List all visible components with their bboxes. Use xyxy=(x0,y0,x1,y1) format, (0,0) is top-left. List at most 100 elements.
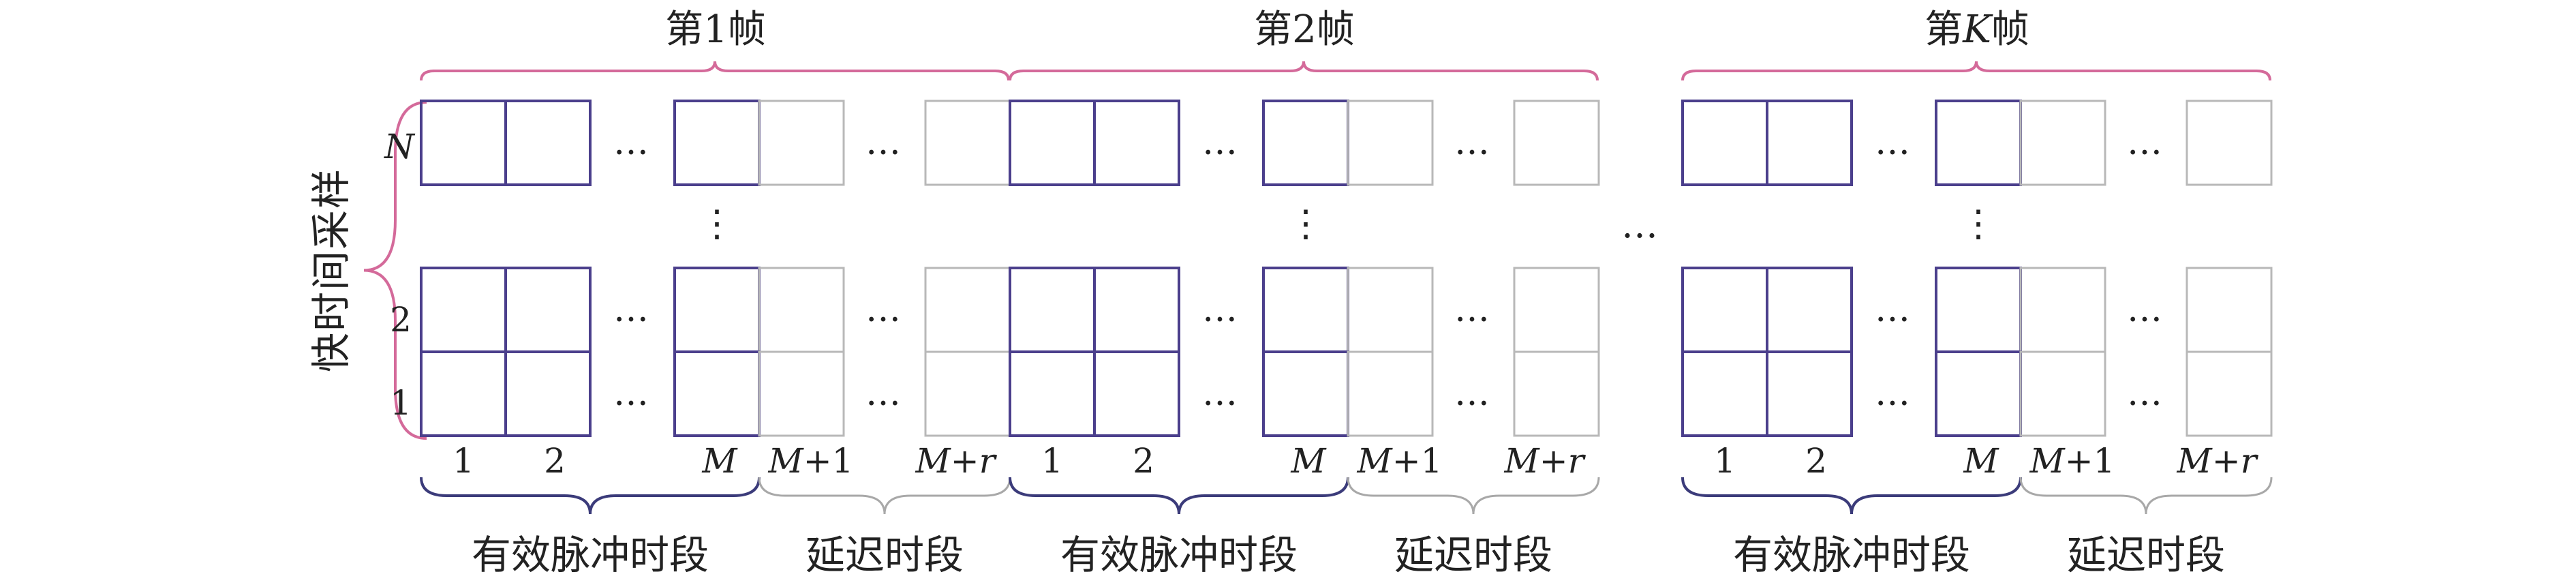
active-cell xyxy=(1766,267,1853,353)
frame-title: 第K帧 xyxy=(1925,7,2029,52)
col-label-m1: M+1 xyxy=(1357,441,1443,481)
col-label-m: M xyxy=(1290,441,1327,481)
active-cell xyxy=(1009,100,1096,186)
active-cell xyxy=(673,100,761,186)
delay-brace xyxy=(758,477,1011,515)
col-label-1: 1 xyxy=(1714,441,1736,481)
delay-cell xyxy=(1513,267,1600,353)
active-cell xyxy=(420,267,507,353)
ellipsis-between-frames: … xyxy=(1621,203,1658,246)
active-cell xyxy=(1681,350,1768,437)
active-cell xyxy=(1262,350,1349,437)
ellipsis-delay: … xyxy=(1454,122,1490,163)
frame-brace xyxy=(420,61,1010,81)
row-label-2: 2 xyxy=(390,300,412,340)
y-axis-group: 快时间采样 xyxy=(308,101,427,440)
active-cell xyxy=(673,267,761,353)
active-cell xyxy=(504,350,592,437)
ellipsis-active: … xyxy=(1875,122,1910,163)
col-label-mr: M+r xyxy=(2176,441,2258,481)
ellipsis-vertical: ⋮ xyxy=(699,202,735,245)
delay-cell xyxy=(1513,350,1600,437)
delay-segment-label: 延迟时段 xyxy=(1394,532,1552,578)
active-cell xyxy=(1681,100,1768,186)
col-label-m1: M+1 xyxy=(2029,441,2115,481)
ellipsis-active: … xyxy=(613,122,649,163)
frame-brace xyxy=(1009,61,1599,81)
frame-title: 第2帧 xyxy=(1254,7,1355,52)
col-label-1: 1 xyxy=(453,441,474,481)
ellipsis-vertical: ⋮ xyxy=(1287,202,1324,245)
ellipsis-delay: … xyxy=(2127,289,2162,330)
delay-cell xyxy=(758,350,845,437)
ellipsis-delay: … xyxy=(1454,373,1490,414)
y-axis-label: 快时间采样 xyxy=(308,168,354,372)
active-cell xyxy=(1681,267,1768,353)
active-cell xyxy=(1766,350,1853,437)
active-cell xyxy=(504,100,592,186)
active-cell xyxy=(1093,100,1180,186)
ellipsis-active: … xyxy=(1202,289,1238,330)
delay-cell xyxy=(2186,350,2273,437)
delay-brace xyxy=(1347,477,1600,515)
ellipsis-active: … xyxy=(613,289,649,330)
y-axis-brace xyxy=(363,101,427,440)
delay-cell xyxy=(924,100,1011,186)
ellipsis-delay: … xyxy=(1454,289,1490,330)
delay-segment-label: 延迟时段 xyxy=(806,532,964,578)
col-label-m: M xyxy=(1963,441,1999,481)
col-label-2: 2 xyxy=(544,441,566,481)
active-cell xyxy=(1935,267,2022,353)
col-label-m1: M+1 xyxy=(768,441,854,481)
col-label-2: 2 xyxy=(1805,441,1827,481)
ellipsis-active: … xyxy=(613,373,649,414)
delay-cell xyxy=(1347,350,1434,437)
active-segment-label: 有效脉冲时段 xyxy=(472,532,709,578)
delay-brace xyxy=(2019,477,2273,515)
active-cell xyxy=(673,350,761,437)
ellipsis-delay: … xyxy=(2127,122,2162,163)
delay-cell xyxy=(2019,350,2106,437)
active-cell xyxy=(1935,350,2022,437)
col-label-mr: M+r xyxy=(1503,441,1586,481)
delay-cell xyxy=(924,267,1011,353)
delay-cell xyxy=(2186,267,2273,353)
delay-cell xyxy=(924,350,1011,437)
active-cell xyxy=(1009,350,1096,437)
col-label-m: M xyxy=(701,441,738,481)
active-cell xyxy=(1766,100,1853,186)
ellipsis-active: … xyxy=(1875,373,1910,414)
active-brace xyxy=(420,477,761,515)
ellipsis-delay: … xyxy=(865,122,901,163)
row-label-1: 1 xyxy=(390,383,412,423)
active-cell xyxy=(1262,267,1349,353)
ellipsis-delay: … xyxy=(865,373,901,414)
delay-cell xyxy=(2186,100,2273,186)
active-cell xyxy=(1093,350,1180,437)
delay-cell xyxy=(2019,100,2106,186)
delay-cell xyxy=(1347,267,1434,353)
ellipsis-active: … xyxy=(1202,373,1238,414)
ellipsis-delay: … xyxy=(2127,373,2162,414)
active-cell xyxy=(504,267,592,353)
delay-cell xyxy=(1513,100,1600,186)
ellipsis-vertical: ⋮ xyxy=(1960,202,1997,245)
delay-cell xyxy=(758,267,845,353)
delay-cell xyxy=(1347,100,1434,186)
active-segment-label: 有效脉冲时段 xyxy=(1733,532,1970,578)
ellipsis-active: … xyxy=(1875,289,1910,330)
col-label-mr: M+r xyxy=(915,441,997,481)
col-label-1: 1 xyxy=(1041,441,1063,481)
frame-title: 第1帧 xyxy=(665,7,766,52)
col-label-2: 2 xyxy=(1133,441,1154,481)
active-cell xyxy=(1009,267,1096,353)
ellipsis-delay: … xyxy=(865,289,901,330)
frame-brace xyxy=(1681,61,2271,81)
active-brace xyxy=(1009,477,1349,515)
ellipsis-active: … xyxy=(1202,122,1238,163)
